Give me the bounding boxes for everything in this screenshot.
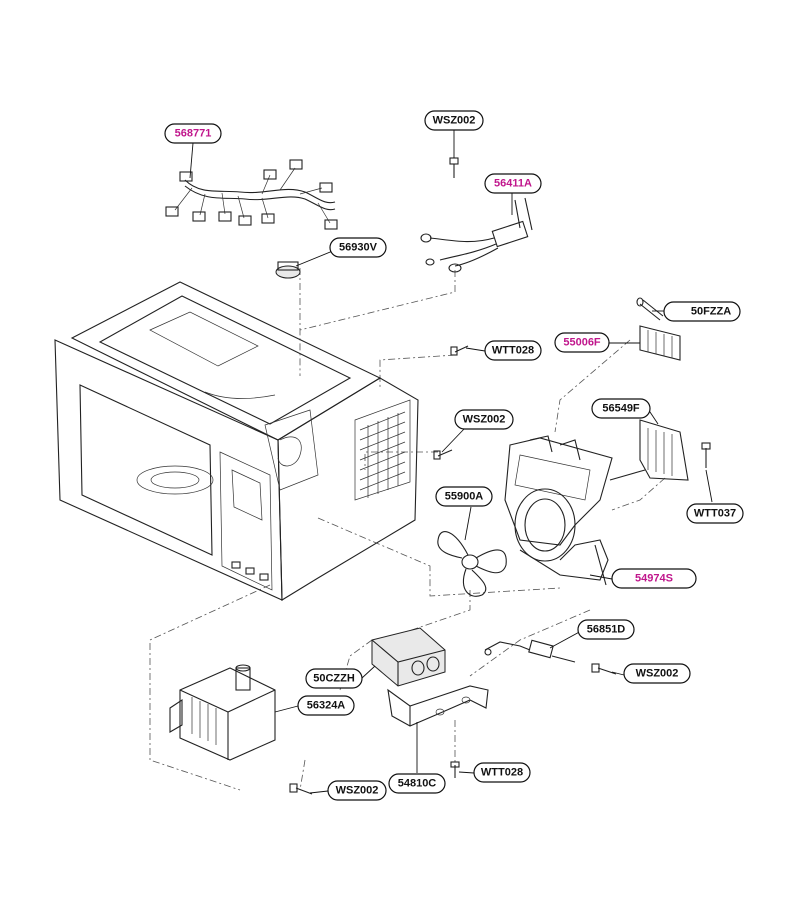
label-capacitor: 50CZZH bbox=[305, 668, 363, 689]
hinge-part bbox=[639, 325, 681, 361]
mount-bracket bbox=[387, 685, 489, 727]
label-thermostat-text: 56930V bbox=[339, 242, 378, 254]
label-screw-mount: WTT028 bbox=[473, 762, 531, 783]
label-screw-top-text: WSZ002 bbox=[433, 115, 476, 127]
label-hinge-part-text: 55006F bbox=[563, 337, 601, 349]
label-screw-mount-text: WTT028 bbox=[481, 767, 523, 779]
capacitor bbox=[371, 627, 446, 687]
label-screw-right-text: WTT037 bbox=[694, 508, 736, 520]
fan-duct bbox=[504, 435, 613, 586]
label-magnetron: 56324A bbox=[297, 695, 355, 716]
thermostat bbox=[275, 261, 301, 279]
pin-part bbox=[636, 297, 664, 321]
diode-screw-icon bbox=[591, 663, 617, 675]
leader-lines bbox=[189, 130, 713, 794]
diode bbox=[484, 639, 576, 663]
wire-harness bbox=[165, 159, 338, 230]
label-pin-text: 50FZZA bbox=[691, 306, 731, 318]
label-fan-blade-text: 55900A bbox=[445, 491, 484, 503]
label-screw-side: WSZ002 bbox=[454, 409, 514, 430]
label-cord-text: 56411A bbox=[494, 178, 532, 190]
cabinet bbox=[54, 281, 419, 601]
label-magnetron-text: 56324A bbox=[307, 700, 346, 712]
mount-screw-icon bbox=[450, 761, 460, 778]
label-diode: 56851D bbox=[577, 619, 635, 640]
magnetron-screw-icon bbox=[289, 783, 313, 795]
label-fan-duct-text: 54974S bbox=[635, 573, 673, 585]
fan-blade bbox=[437, 531, 507, 597]
top-screw-icon bbox=[449, 157, 459, 178]
magnetron bbox=[169, 664, 276, 761]
label-screw-magnetron-text: WSZ002 bbox=[336, 785, 379, 797]
label-screw-diode-text: WSZ002 bbox=[636, 668, 679, 680]
label-screw-top: WSZ002 bbox=[424, 110, 484, 131]
cabinet-screw-icon bbox=[450, 345, 469, 356]
label-cord: 56411A bbox=[484, 173, 542, 194]
label-screw-right: WTT037 bbox=[686, 503, 744, 524]
label-hinge-part: 55006F bbox=[554, 332, 610, 353]
label-screw-side-text: WSZ002 bbox=[463, 414, 506, 426]
label-fan-duct: 54974S bbox=[611, 568, 697, 589]
part-labels: 568771 WSZ002 56411A 56930V 50FZZA 55006… bbox=[164, 110, 744, 801]
power-cord bbox=[420, 197, 533, 273]
right-bracket bbox=[609, 419, 689, 481]
label-screw-diode: WSZ002 bbox=[623, 663, 691, 684]
label-harness: 568771 bbox=[164, 123, 222, 144]
right-screw-icon bbox=[701, 442, 711, 468]
label-bracket-part-text: 56549F bbox=[602, 403, 640, 415]
label-screw-cabinet-text: WTT028 bbox=[492, 345, 534, 357]
label-thermostat: 56930V bbox=[329, 237, 387, 258]
label-bracket-part: 56549F bbox=[591, 398, 651, 419]
label-capacitor-text: 50CZZH bbox=[313, 673, 355, 685]
label-screw-cabinet: WTT028 bbox=[484, 340, 542, 361]
label-harness-text: 568771 bbox=[175, 128, 212, 140]
label-fan-blade: 55900A bbox=[435, 486, 493, 507]
label-screw-magnetron: WSZ002 bbox=[327, 780, 387, 801]
side-screw-icon bbox=[433, 449, 453, 460]
label-diode-text: 56851D bbox=[587, 624, 626, 636]
label-pin: 50FZZA bbox=[663, 301, 741, 322]
label-mount-bracket: 54810C bbox=[388, 773, 446, 794]
label-mount-bracket-text: 54810C bbox=[398, 778, 437, 790]
